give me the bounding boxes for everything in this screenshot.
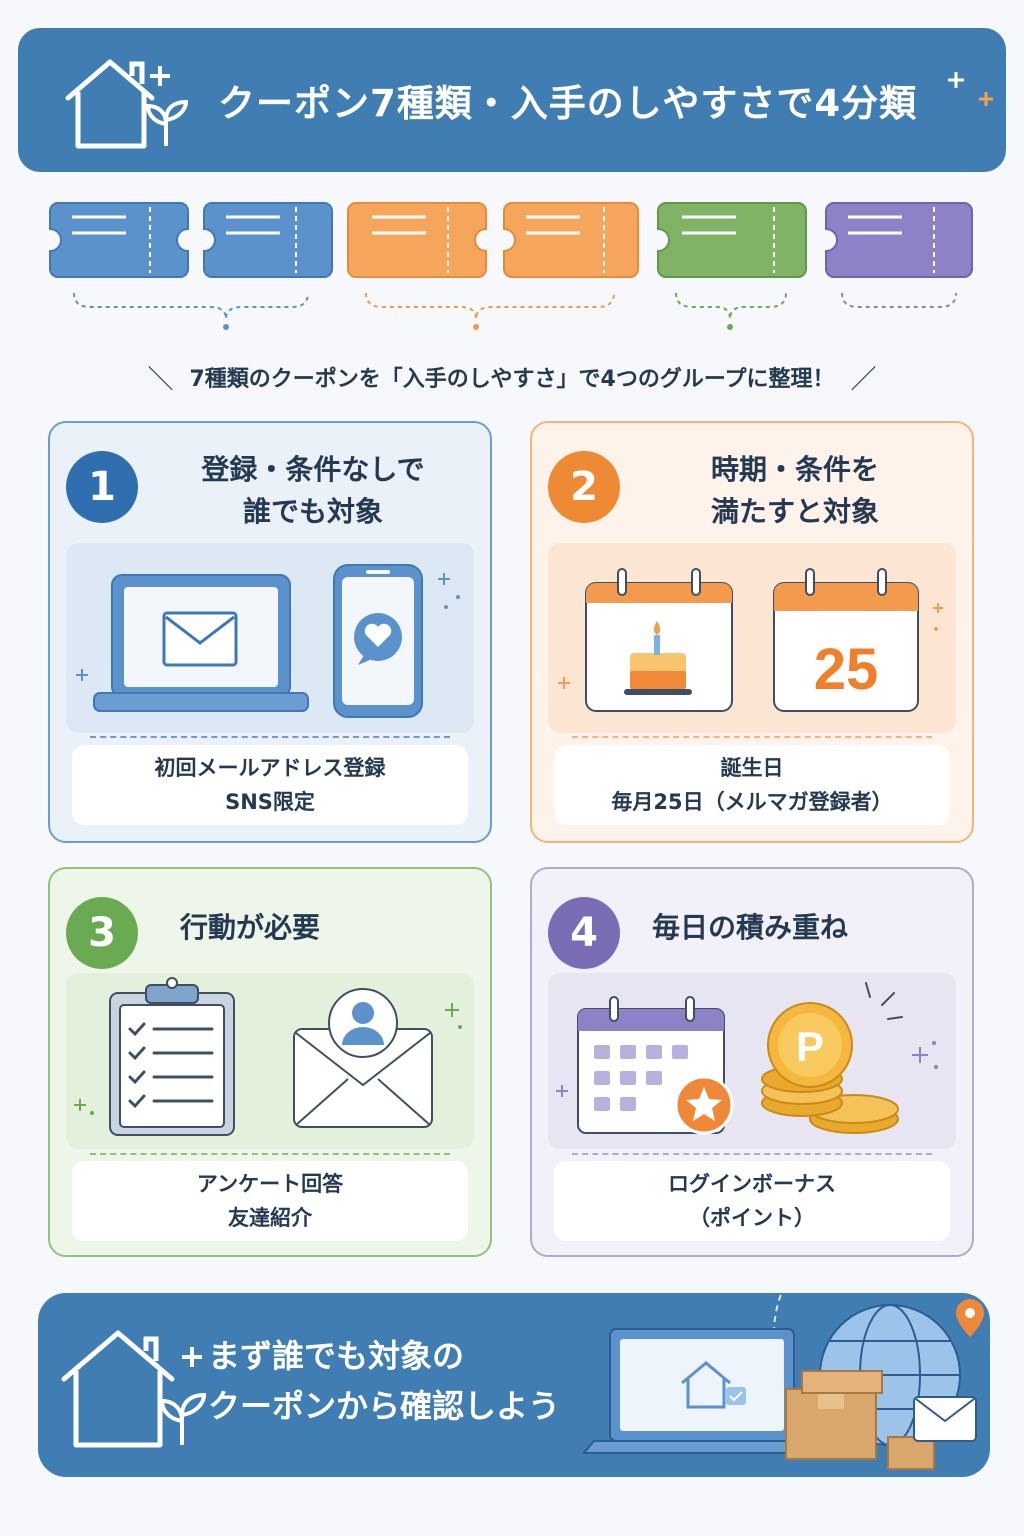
category-title-4: 毎日の積み重ね	[652, 911, 849, 944]
coupon-ticket-orange-1	[347, 202, 487, 278]
coupon-ticket-orange-2	[503, 202, 639, 278]
daily-illustration: P	[556, 982, 938, 1135]
laptop-icon	[581, 1328, 823, 1454]
divider	[572, 1153, 932, 1155]
svg-text:25: 25	[814, 637, 879, 702]
category-illustration-1	[66, 543, 474, 733]
category-items-2: 誕生日 毎月25日（メルマガ登録者）	[554, 745, 950, 825]
category-number-2: 2	[548, 451, 620, 523]
category-illustration-2: 25	[548, 543, 956, 733]
envelope-icon	[913, 1396, 977, 1442]
category-illustration-3	[66, 973, 474, 1149]
referral-envelope-icon	[293, 988, 433, 1128]
house-sprout-icon	[61, 1330, 207, 1448]
slash-left-icon: ＼	[147, 364, 174, 395]
list-item: ログインボーナス	[668, 1172, 836, 1196]
sparkle-icon	[948, 72, 993, 106]
category-items-4: ログインボーナス （ポイント）	[554, 1161, 950, 1241]
coupon-ticket-blue-2	[203, 202, 333, 278]
subtitle-text: 7種類のクーポンを「入手のしやすさ」で4つのグループに整理！	[189, 367, 835, 392]
list-item: SNS限定	[225, 790, 315, 814]
svg-text:P: P	[796, 1023, 824, 1070]
list-item: 友達紹介	[228, 1206, 312, 1230]
page-title: クーポン7種類・入手のしやすさで4分類	[218, 82, 918, 125]
calendar-25-icon: 25	[773, 568, 919, 712]
category-number-4: 4	[548, 897, 620, 969]
category-title-3: 行動が必要	[180, 911, 321, 944]
category-title-1: 登録・条件なしで 誰でも対象	[201, 453, 425, 528]
header-banner: クーポン7種類・入手のしやすさで4分類	[18, 28, 1006, 172]
footer-banner: まず誰でも対象の クーポンから確認しよう	[38, 1293, 990, 1477]
category-card-4: 4 毎日の積み重ね	[530, 867, 974, 1257]
house-sprout-icon	[65, 59, 189, 149]
divider	[90, 1153, 450, 1155]
birthday-cake-calendar-icon	[585, 568, 733, 712]
cardboard-boxes-icon	[785, 1370, 935, 1470]
category-items-1: 初回メールアドレス登録 SNS限定	[72, 745, 468, 825]
list-item: 初回メールアドレス登録	[154, 756, 386, 780]
list-item: アンケート回答	[196, 1172, 344, 1196]
list-item: 毎月25日（メルマガ登録者）	[611, 790, 893, 814]
category-card-1: 1 登録・条件なしで 誰でも対象 初回メールアドレス登録	[48, 421, 492, 843]
location-pin-icon	[956, 1299, 984, 1337]
coupon-tickets-row	[49, 202, 973, 330]
subtitle: ＼ 7種類のクーポンを「入手のしやすさ」で4つのグループに整理！ ／	[0, 352, 1024, 402]
divider	[572, 736, 932, 738]
divider	[90, 736, 450, 738]
category-items-3: アンケート回答 友達紹介	[72, 1161, 468, 1241]
laptop-mail-icon	[76, 564, 460, 718]
shopping-illustration	[581, 1293, 990, 1470]
category-number-1: 1	[66, 451, 138, 523]
category-card-3: 3 行動が必要	[48, 867, 492, 1257]
category-card-2: 2 時期・条件を 満たすと対象 25	[530, 421, 974, 843]
calendar-star-icon	[577, 996, 734, 1135]
coupon-ticket-blue-1	[49, 202, 189, 278]
point-coins-icon: P	[761, 1002, 899, 1134]
action-illustration	[74, 977, 462, 1136]
footer-message: まず誰でも対象の クーポンから確認しよう	[208, 1337, 561, 1425]
coupon-ticket-green	[657, 202, 807, 278]
calendars-illustration: 25	[558, 568, 943, 712]
slash-right-icon: ／	[850, 364, 877, 395]
smartphone-heart-icon	[333, 564, 423, 718]
list-item: （ポイント）	[689, 1206, 815, 1230]
list-item: 誕生日	[720, 756, 784, 780]
coupon-ticket-purple	[825, 202, 973, 278]
category-number-3: 3	[66, 897, 138, 969]
checklist-clipboard-icon	[109, 977, 235, 1136]
category-illustration-4: P	[548, 973, 956, 1149]
category-title-2: 時期・条件を 満たすと対象	[710, 453, 879, 528]
